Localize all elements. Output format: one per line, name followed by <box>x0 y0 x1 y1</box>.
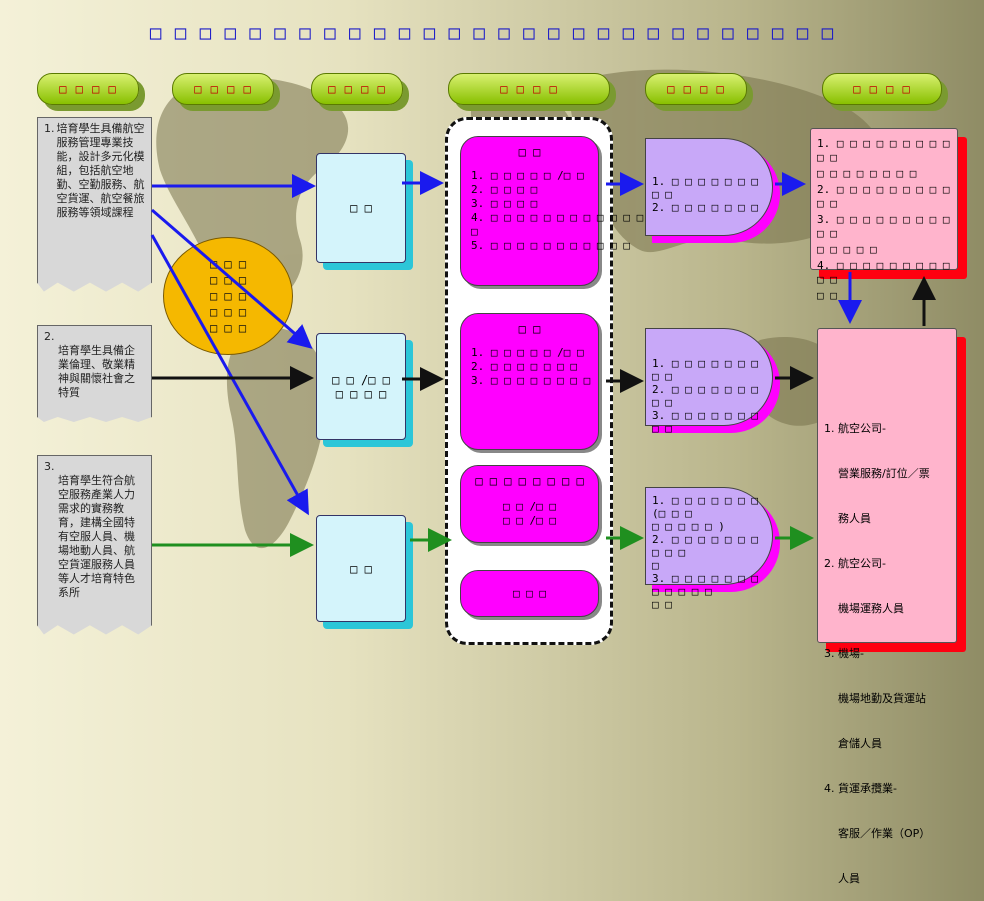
header-pill-1: □ □ □ □ <box>37 73 139 105</box>
connector-arrows <box>150 171 936 557</box>
goal-box-2: 2. 培育學生具備企業倫理、敬業精神與關懷社會之特質 <box>37 325 152 422</box>
header-pill-4: □ □ □ □ <box>448 73 610 105</box>
curriculum-heading: □ □ □ <box>512 587 547 600</box>
career-box-top: 1. □ □ □ □ □ □ □ □ □ □ □ □ □ □ □ □ □ □ □… <box>810 128 958 302</box>
skill-box-3: 1. □ □ □ □ □ □ □ (□ □ □ □ □ □ □ □ ) 2. □… <box>645 487 773 611</box>
curriculum-line: 2. □ □ □ □ <box>471 183 538 196</box>
career-line: 客服／作業（OP） <box>824 827 931 840</box>
skill-line: □ <box>652 559 659 572</box>
curriculum-line: 2. □ □ □ □ □ □ □ <box>471 360 577 373</box>
header-pill-5: □ □ □ □ <box>645 73 747 105</box>
header-pill-2: □ □ □ □ <box>172 73 274 105</box>
career-line: 倉儲人員 <box>824 737 882 750</box>
header-pill-6: □ □ □ □ <box>822 73 942 105</box>
career-line: 2. □ □ □ □ □ □ □ □ □ □ □ <box>817 183 950 210</box>
goal-number: 3. <box>44 460 55 473</box>
curriculum-line: 1. □ □ □ □ □ /□ □ <box>471 169 584 182</box>
skill-line: 3. □ □ □ □ □ □ □ □ □ <box>652 409 758 435</box>
skill-box-1: 1. □ □ □ □ □ □ □ □ □ 2. □ □ □ □ □ □ □ <box>645 138 773 236</box>
goal-number: 2. <box>44 330 55 343</box>
curriculum-line: □ □ /□ □ <box>503 500 556 513</box>
circle-line: □ □ □ <box>209 305 247 319</box>
skill-line: 1. □ □ □ □ □ □ □ □ □ <box>652 175 758 201</box>
curriculum-heading: □ □ <box>518 145 541 159</box>
skill-line: □ □ <box>652 598 672 611</box>
curriculum-heading: □ □ <box>518 322 541 336</box>
skill-line: 2. □ □ □ □ □ □ □ <box>652 201 758 214</box>
skill-line: 1. □ □ □ □ □ □ □ □ □ <box>652 357 758 383</box>
curriculum-line: □ □ /□ □ <box>503 514 556 527</box>
goal-text: 培育學生符合航空服務產業人力需求的實務教育，建構全國特有空服人員、機場地動人員、… <box>58 474 135 599</box>
skill-line: □ □ □ □ □ ) <box>652 520 725 533</box>
career-line: 2. 航空公司- <box>824 557 886 570</box>
career-line: 4. 貨運承攬業- <box>824 782 897 795</box>
competency-box-3: □ □ <box>316 515 406 622</box>
competency-box-2: □ □ /□ □ □ □ □ □ <box>316 333 406 440</box>
career-line: □ □ □ □ □ □ □ □ <box>817 167 917 180</box>
skill-line: 2. □ □ □ □ □ □ □ □ □ <box>652 383 758 409</box>
skill-line: 3. □ □ □ □ □ □ □ □ □ □ □ □ <box>652 572 758 598</box>
skill-line: 2. □ □ □ □ □ □ □ □ □ □ <box>652 533 758 559</box>
curriculum-line: 3. □ □ □ □ <box>471 197 538 210</box>
circle-line: □ □ □ <box>209 321 247 335</box>
career-line: □ □ □ □ □ <box>817 243 877 256</box>
curriculum-line: □ <box>471 225 478 238</box>
career-line: 1. □ □ □ □ □ □ □ □ □ □ □ <box>817 137 950 164</box>
goal-box-1: 1.培育學生具備航空服務管理專業技能，設計多元化模組，包括航空地勤、空勤服務、航… <box>37 117 152 292</box>
goal-text: 培育學生具備企業倫理、敬業精神與關懷社會之特質 <box>58 344 135 399</box>
career-line: 務人員 <box>824 512 871 525</box>
curriculum-box-1: □ □ 1. □ □ □ □ □ /□ □ 2. □ □ □ □ 3. □ □ … <box>460 136 643 286</box>
curriculum-line: 1. □ □ □ □ □ /□ □ <box>471 346 584 359</box>
arrow-goal1-to-box3 <box>150 234 309 516</box>
curriculum-line: 3. □ □ □ □ □ □ □ □ <box>471 374 591 387</box>
career-line: 3. 機場- <box>824 647 864 660</box>
career-line: 1. 航空公司- <box>824 422 886 435</box>
circle-line: □ □ □ <box>209 289 247 303</box>
header-pill-3: □ □ □ □ <box>311 73 403 105</box>
curriculum-box-4: □ □ □ <box>460 570 599 617</box>
goal-text: 培育學生具備航空服務管理專業技能，設計多元化模組，包括航空地勤、空勤服務、航空貨… <box>56 122 145 219</box>
career-line: 人員 <box>824 872 860 885</box>
page-title: □ □ □ □ □ □ □ □ □ □ □ □ □ □ □ □ □ □ □ □ … <box>149 22 835 44</box>
career-line: 3. □ □ □ □ □ □ □ □ □ □ □ <box>817 213 950 240</box>
competency-box-1: □ □ <box>316 153 406 263</box>
arrow-goal1-to-box2 <box>151 208 313 349</box>
curriculum-box-2: □ □ 1. □ □ □ □ □ /□ □ 2. □ □ □ □ □ □ □ 3… <box>460 313 599 450</box>
goal-box-3: 3. 培育學生符合航空服務產業人力需求的實務教育，建構全國特有空服人員、機場地動… <box>37 455 152 635</box>
skill-box-2: 1. □ □ □ □ □ □ □ □ □ 2. □ □ □ □ □ □ □ □ … <box>645 328 773 435</box>
career-line: 4. □ □ □ □ □ □ □ □ □ □ □ <box>817 259 950 286</box>
career-line: 營業服務/訂位／票 <box>824 467 930 480</box>
curriculum-box-3: □ □ □ □ □ □ □ □ □ □ /□ □ □ □ /□ □ <box>460 465 599 543</box>
career-line: □ □ <box>817 289 837 302</box>
goal-number: 1. <box>44 122 55 135</box>
curriculum-heading: □ □ □ □ □ □ □ □ <box>475 474 584 488</box>
career-line: 機場運務人員 <box>824 602 904 615</box>
skill-line: 1. □ □ □ □ □ □ □ (□ □ □ <box>652 494 758 520</box>
